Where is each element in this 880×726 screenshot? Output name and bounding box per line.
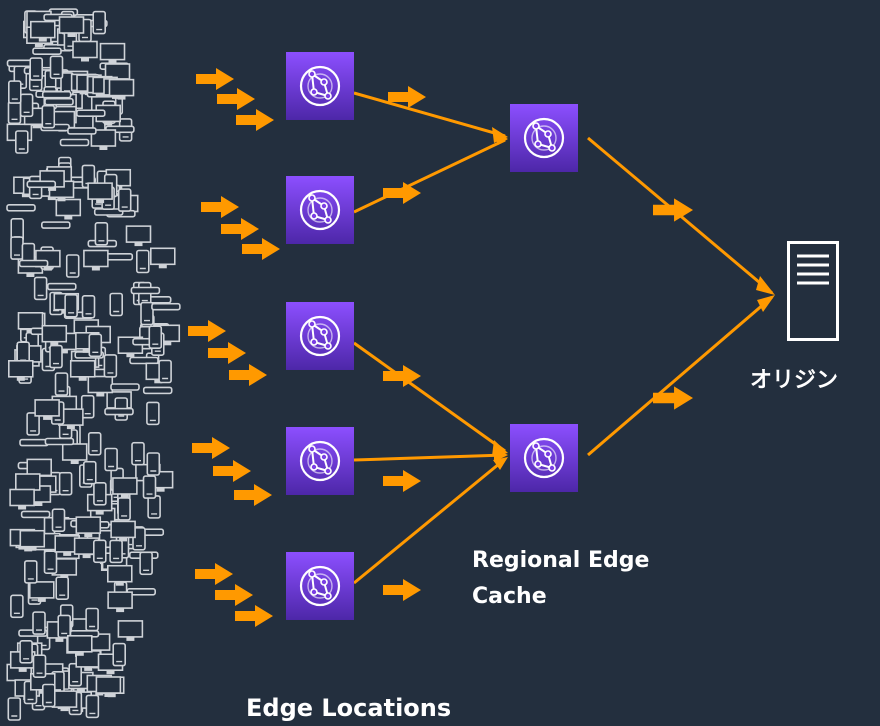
device-icon [94, 222, 109, 246]
device-icon [54, 372, 69, 396]
device-icon [10, 236, 24, 260]
device-icon [10, 594, 24, 619]
device-icon [32, 654, 47, 679]
device-icon [117, 620, 144, 642]
device-icon [72, 40, 98, 63]
device-icon [15, 130, 29, 154]
device-icon [55, 198, 82, 221]
device-icon [81, 294, 96, 319]
device-icon [136, 249, 150, 274]
device-icon [103, 354, 118, 378]
device-icon [142, 386, 173, 395]
device-icon [41, 90, 72, 99]
device-icon [57, 614, 71, 639]
device-icon [9, 488, 35, 511]
edge-location-icon [286, 427, 354, 495]
device-icon [130, 286, 161, 295]
device-icon [93, 481, 107, 506]
device-icon [20, 510, 51, 519]
regional-edge-cache-label: Regional Edge Cache [472, 548, 650, 609]
device-icon [117, 188, 132, 212]
device-icon [146, 452, 161, 476]
server-icon [787, 241, 839, 341]
device-icon [41, 104, 56, 129]
device-icon [49, 344, 63, 369]
device-icon [43, 550, 58, 575]
regional-edge-cache-icon [510, 104, 578, 172]
device-icon [23, 560, 38, 584]
regional-edge-caches [510, 104, 578, 492]
device-icon [32, 47, 62, 56]
device-icon [26, 180, 57, 189]
edge-location-icon [286, 176, 354, 244]
device-icon [41, 683, 56, 708]
device-icon [104, 407, 134, 416]
device-icon [85, 607, 99, 632]
device-icon [148, 325, 163, 350]
device-icon [151, 302, 181, 311]
device-icon [67, 127, 97, 135]
device-icon [58, 471, 73, 496]
device-icon [93, 539, 107, 564]
device-icon [158, 359, 172, 384]
device-icon [7, 697, 22, 721]
connector-arrowheads [492, 127, 775, 470]
origin-label: オリジン [750, 368, 839, 393]
device-icon [146, 401, 160, 426]
client-devices [6, 8, 181, 721]
device-icon [112, 642, 126, 667]
device-icon [65, 254, 80, 278]
device-icon [40, 221, 71, 229]
device-icon [46, 282, 77, 291]
device-icon [87, 431, 102, 456]
edge-locations [286, 52, 354, 620]
device-icon [19, 93, 34, 118]
device-icon [64, 293, 78, 318]
device-icon [85, 694, 100, 719]
regional-edge-cache-icon [510, 424, 578, 492]
device-icon [76, 109, 106, 117]
device-icon [51, 508, 66, 533]
device-icon [6, 204, 36, 212]
device-icon [150, 247, 176, 270]
device-icon [131, 441, 145, 466]
device-icon [44, 437, 75, 446]
device-icon [125, 225, 152, 247]
client-request-arrows [188, 68, 280, 627]
device-icon [99, 42, 126, 65]
device-icon [8, 80, 22, 104]
device-icon [139, 551, 153, 576]
device-icon [44, 97, 74, 106]
device-icon [88, 333, 103, 358]
device-icon [109, 539, 123, 564]
device-icon [59, 138, 90, 147]
device-icon [107, 591, 133, 613]
device-icon [32, 611, 46, 635]
edge-location-icon [286, 302, 354, 370]
device-icon [29, 57, 44, 81]
device-icon [83, 460, 97, 485]
device-icon [55, 576, 69, 601]
device-icon [33, 276, 48, 301]
device-icon [18, 259, 49, 268]
edge-location-icon [286, 552, 354, 620]
edge-locations-label: Edge Locations [246, 694, 452, 722]
device-icon [7, 100, 22, 125]
device-icon [83, 249, 109, 272]
edge-location-icon [286, 52, 354, 120]
device-icon [104, 447, 118, 472]
device-icon [61, 443, 88, 465]
device-icon [19, 438, 49, 447]
device-icon [49, 55, 64, 80]
device-icon [19, 639, 33, 664]
device-icon [110, 383, 140, 391]
device-icon [109, 292, 123, 317]
device-icon [117, 497, 131, 521]
device-icon [107, 564, 133, 587]
device-icon [147, 495, 161, 519]
device-icon [92, 10, 106, 35]
device-icon [142, 475, 157, 499]
